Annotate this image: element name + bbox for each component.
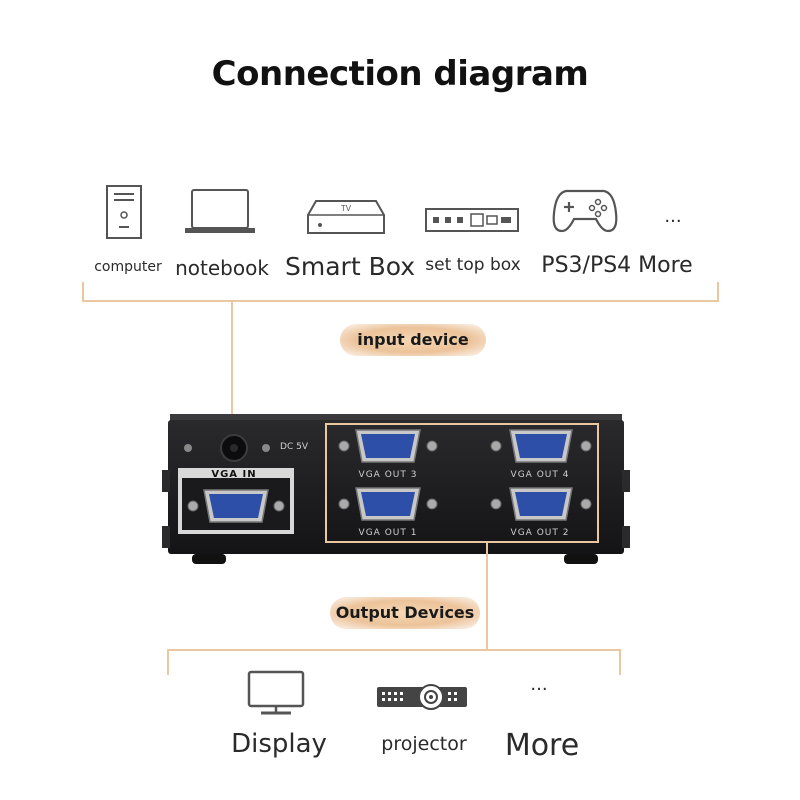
page-title: Connection diagram <box>211 54 589 94</box>
label-smart-box: Smart Box <box>285 252 416 281</box>
vga-in-port <box>187 489 285 523</box>
vga-out-1-label: VGA OUT 1 <box>358 528 418 538</box>
label-ps3-ps4-more: PS3/PS4 More <box>541 253 693 278</box>
output-bracket-top <box>167 649 621 651</box>
label-display: Display <box>231 729 327 759</box>
tv-box-text: TV <box>340 204 352 213</box>
vga-out-2-label: VGA OUT 2 <box>510 528 570 538</box>
vga-in-label: VGA IN <box>211 469 257 480</box>
label-notebook: notebook <box>175 256 269 280</box>
input-device-pill: input device <box>340 324 486 356</box>
vga-out-3-label: VGA OUT 3 <box>358 470 418 480</box>
output-devices-pill: Output Devices <box>330 597 480 629</box>
input-bracket-right <box>717 282 719 302</box>
dc-5v-label: DC 5V <box>280 442 308 452</box>
input-more-dots: ... <box>664 206 682 227</box>
input-bracket-bottom <box>82 300 719 302</box>
label-more: More <box>504 728 580 763</box>
label-set-top-box: set top box <box>425 255 521 275</box>
label-computer: computer <box>94 259 162 275</box>
label-projector: projector <box>381 733 467 755</box>
input-bracket-left <box>82 282 84 302</box>
output-bracket-right <box>619 649 621 675</box>
vga-splitter-device <box>162 412 638 573</box>
more-dots-icon: ... <box>530 674 548 695</box>
computer-tower-icon <box>106 185 142 244</box>
vga-out-4-label: VGA OUT 4 <box>510 470 570 480</box>
monitor-icon <box>247 670 305 721</box>
gamepad-icon <box>552 187 618 238</box>
projector-icon <box>376 683 468 716</box>
tv-box-icon: TV <box>306 199 386 240</box>
output-bracket-left <box>167 649 169 675</box>
output-connector-line <box>486 542 488 650</box>
set-top-box-icon <box>425 208 519 237</box>
input-connector-line <box>231 301 233 456</box>
laptop-icon <box>184 188 256 241</box>
